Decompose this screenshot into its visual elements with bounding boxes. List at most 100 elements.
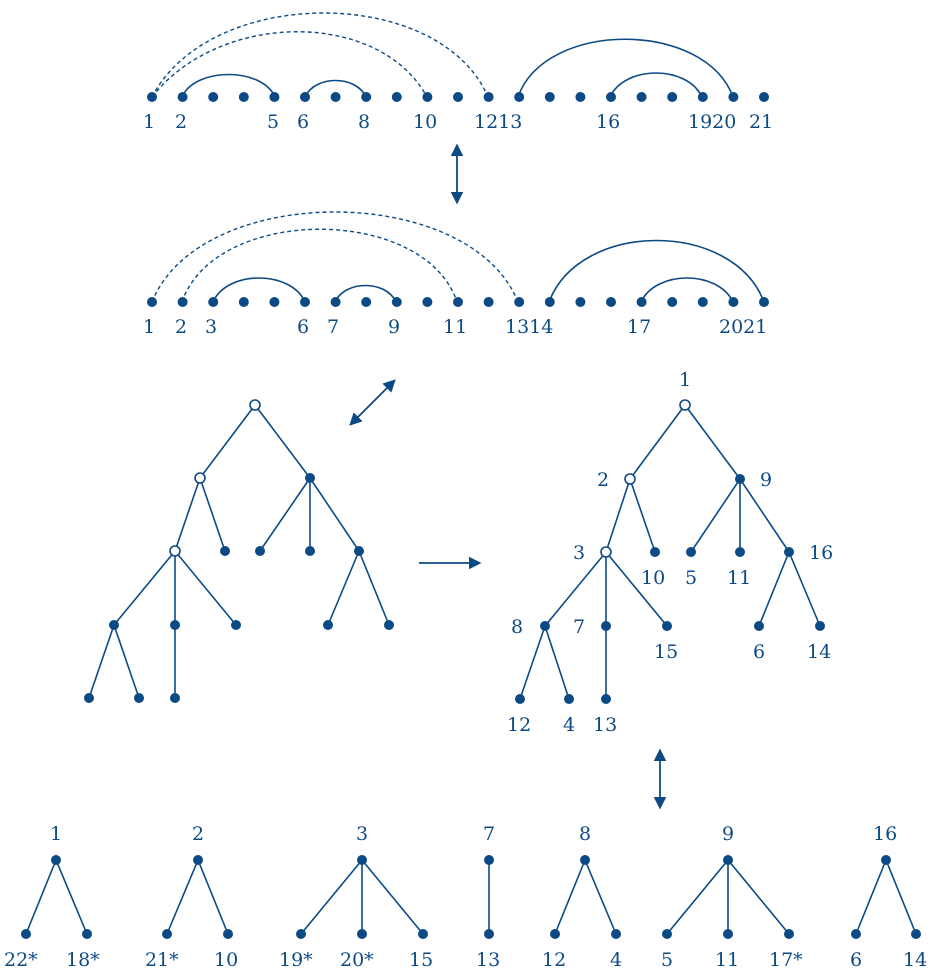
forest-leaf-label: 21* xyxy=(145,949,179,971)
arc-point xyxy=(453,297,463,307)
tree-edge xyxy=(88,624,115,699)
tree-node xyxy=(82,929,92,939)
tree-edge xyxy=(358,550,390,626)
tree-node xyxy=(650,547,660,557)
node-label: 14 xyxy=(807,641,831,663)
arc2-label: 6 xyxy=(297,316,309,338)
forest-leaf-label: 15 xyxy=(409,949,433,971)
tree-edge xyxy=(199,477,226,552)
tree-right: 1 2 9 3 10 5 11 16 8 7 15 6 14 12 4 13 xyxy=(507,369,833,736)
tree-node xyxy=(255,546,265,556)
arc-point xyxy=(361,297,372,307)
tree-edge xyxy=(300,859,363,935)
tree-node xyxy=(601,694,611,704)
arc1-labels: 1 2 5 6 8 10 1213 16 1920 21 xyxy=(143,111,773,133)
tree-node xyxy=(784,547,794,557)
arc-point xyxy=(606,92,616,102)
forest-root-label: 3 xyxy=(356,823,368,845)
arc2-label: 1314 xyxy=(505,316,553,338)
arc-point xyxy=(483,92,494,102)
tree-node xyxy=(686,547,696,557)
tree-edge xyxy=(758,551,790,627)
tree-node xyxy=(162,929,172,939)
tree-node xyxy=(515,694,525,704)
dashed-arc-1-10 xyxy=(151,31,428,98)
forest-leaf-label: 12 xyxy=(542,949,566,971)
arc-point xyxy=(147,297,157,307)
arc-diagram-middle: 1 2 3 6 7 9 11 1314 17 2021 xyxy=(143,211,769,338)
tree-node xyxy=(193,855,203,865)
arc2-labels: 1 2 3 6 7 9 11 1314 17 2021 xyxy=(143,316,767,338)
tree-node xyxy=(323,620,333,630)
arc-point xyxy=(361,92,372,102)
node-label: 12 xyxy=(507,714,531,736)
arc-6-8 xyxy=(304,79,367,98)
tree-edge xyxy=(684,404,741,480)
arc2-points xyxy=(147,297,769,307)
forest-leaf-label: 19* xyxy=(279,949,313,971)
arc-point xyxy=(667,297,678,307)
arc-point xyxy=(300,92,310,102)
dashed-arc-1-12 xyxy=(151,12,489,98)
arc-point xyxy=(697,297,708,307)
tree-edge xyxy=(855,859,887,935)
node-label: 16 xyxy=(809,542,833,564)
node-label: 2 xyxy=(597,469,609,491)
node-label: 1 xyxy=(679,369,691,391)
forest-root-label: 16 xyxy=(873,823,897,845)
arc1-label: 6 xyxy=(297,111,309,133)
tree-node xyxy=(84,693,94,703)
tree-node xyxy=(662,929,672,939)
arc1-points xyxy=(147,92,769,102)
tree-edge xyxy=(25,859,57,935)
tree-edge xyxy=(605,478,631,553)
forest-root-label: 9 xyxy=(722,823,734,845)
tree-edge xyxy=(174,550,237,626)
tree-edge xyxy=(309,477,360,552)
node-label: 8 xyxy=(511,616,523,638)
tree-node xyxy=(51,855,61,865)
arc-point xyxy=(667,92,678,102)
forest-leaf-label: 6 xyxy=(850,949,862,971)
forest-leaf-label: 13 xyxy=(476,949,500,971)
forest-leaf-label: 22* xyxy=(4,949,38,971)
tree-edge xyxy=(554,859,586,935)
arc1-label: 16 xyxy=(596,111,620,133)
tree-edge xyxy=(166,859,199,935)
tree-edge xyxy=(584,859,617,935)
tree-node xyxy=(851,929,861,939)
tree-node xyxy=(223,929,233,939)
arc-point xyxy=(269,92,280,102)
forest-root-label: 7 xyxy=(483,823,495,845)
tree-edge xyxy=(55,859,88,935)
arc2-label: 17 xyxy=(627,316,651,338)
tree-node xyxy=(484,929,494,939)
arc-point xyxy=(269,297,280,307)
arc-17-20 xyxy=(640,277,734,303)
arc-point xyxy=(728,297,739,307)
arc-point xyxy=(391,297,402,307)
arc-point xyxy=(238,92,249,102)
tree-edge xyxy=(605,551,668,627)
tree-node xyxy=(357,929,367,939)
node-label: 13 xyxy=(593,714,617,736)
arc-point xyxy=(606,297,616,307)
arc-point xyxy=(483,297,494,307)
arc-point xyxy=(636,297,647,307)
tree-node-open xyxy=(249,399,261,411)
arc-point xyxy=(544,92,555,102)
tree-node xyxy=(580,855,590,865)
tree-node xyxy=(231,620,241,630)
tree-node xyxy=(354,546,364,556)
arc1-label: 1 xyxy=(143,111,155,133)
arc-16-19 xyxy=(609,72,703,98)
tree-node xyxy=(662,621,672,631)
tree-node xyxy=(754,621,764,631)
arc2-label: 2021 xyxy=(719,316,767,338)
arc-point xyxy=(422,92,433,102)
arc1-label: 2 xyxy=(175,111,187,133)
tree-node xyxy=(484,855,494,865)
arc1-label: 5 xyxy=(267,111,279,133)
node-label: 3 xyxy=(573,542,585,564)
node-label: 6 xyxy=(753,641,765,663)
